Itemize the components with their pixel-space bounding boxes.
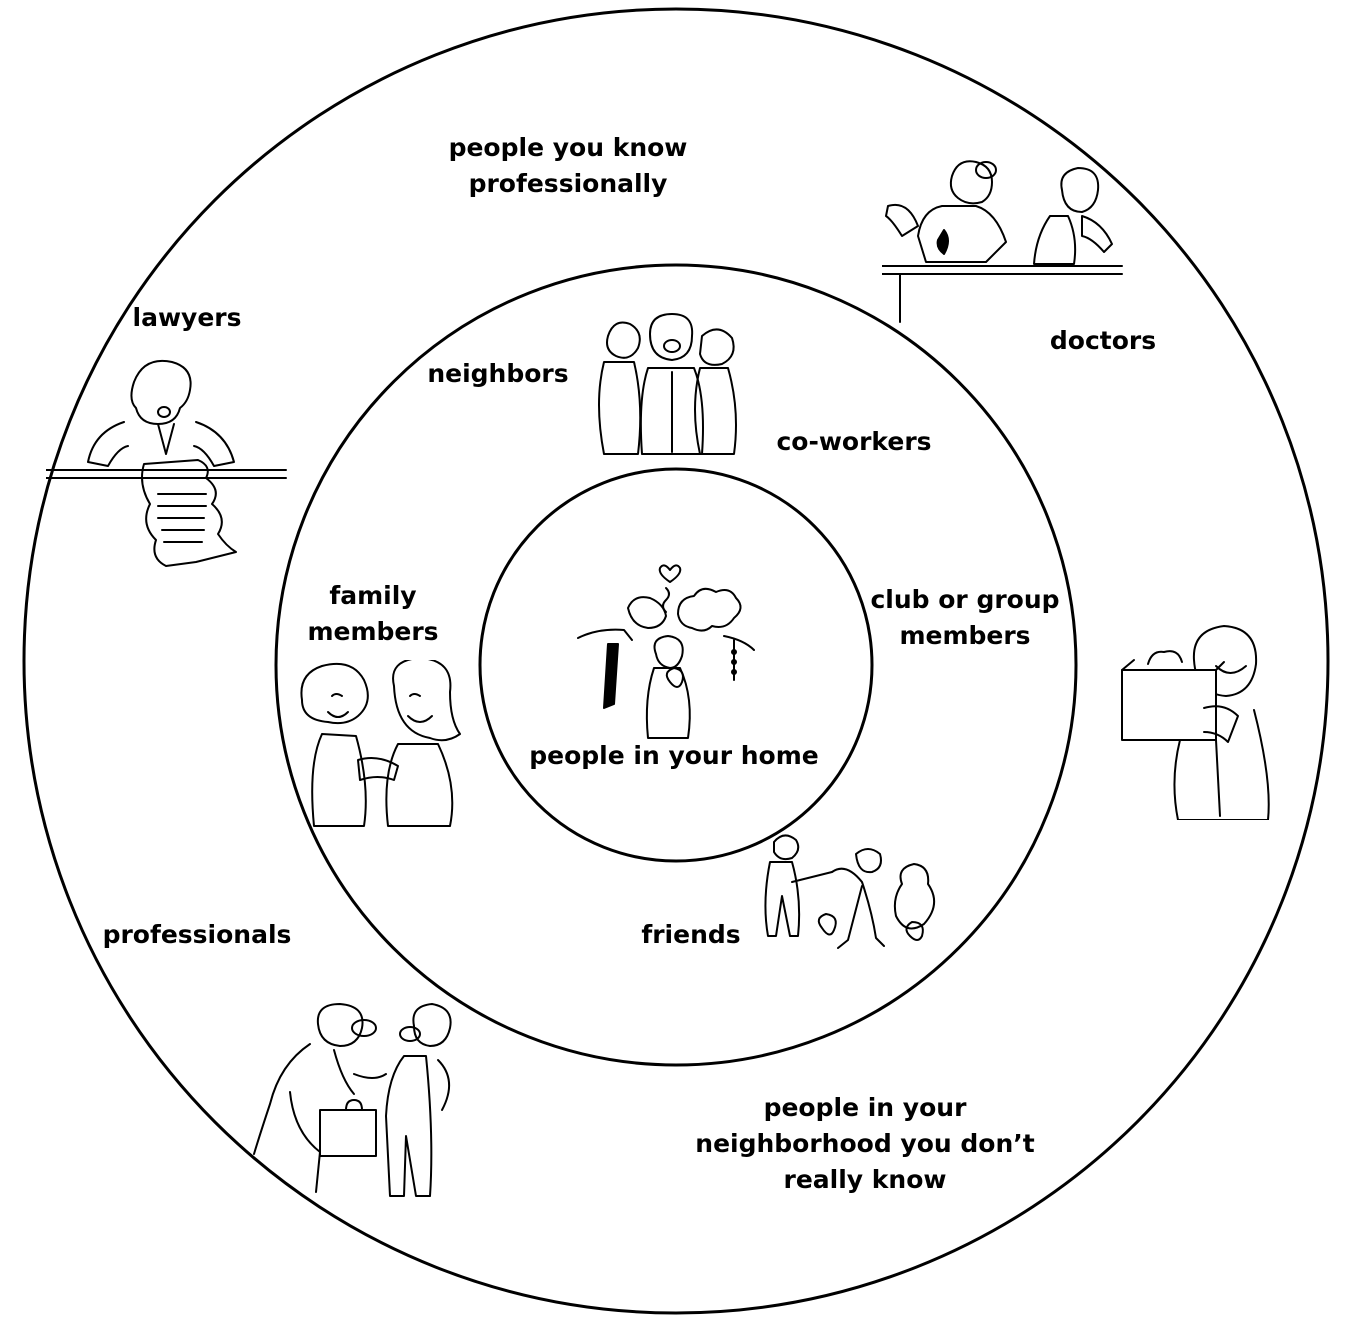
label-neighborhood-line-3: really know: [783, 1165, 947, 1194]
outer-ring-title-line-2: professionally: [468, 169, 668, 198]
label-coworkers: co-workers: [776, 427, 932, 456]
label-neighbors: neighbors: [427, 359, 569, 388]
label-neighborhood-line-2: neighborhood you don’t: [695, 1129, 1035, 1158]
professionals-handshake-icon: [250, 1000, 462, 1202]
neighbors-group-icon: [592, 312, 742, 460]
label-neighborhood-line-1: people in your: [763, 1093, 967, 1122]
doctor-patient-icon: [882, 156, 1132, 324]
label-club-line-1: club or group: [870, 585, 1060, 614]
club-member-with-box-icon: [1120, 620, 1272, 820]
label-lawyers: lawyers: [132, 303, 242, 332]
label-neighborhood-strangers: people in your neighborhood you don’t re…: [680, 1090, 1050, 1198]
family-members-icon: [298, 660, 478, 828]
label-friends: friends: [641, 920, 741, 949]
friends-walking-dog-icon: [752, 832, 942, 958]
label-people-in-home: people in your home: [529, 741, 819, 770]
inner-ring: [478, 467, 874, 863]
lawyer-icon: [46, 352, 290, 584]
outer-ring-title: people you know professionally: [418, 130, 718, 202]
label-family-line-2: members: [307, 617, 439, 646]
label-family-line-1: family: [329, 581, 417, 610]
label-club-members: club or group members: [858, 582, 1072, 654]
label-family-members: family members: [293, 578, 453, 650]
outer-ring-title-line-1: people you know: [448, 133, 688, 162]
outer-ring: [22, 7, 1330, 1315]
label-club-line-2: members: [899, 621, 1031, 650]
label-professionals: professionals: [102, 920, 292, 949]
couple-with-child-icon: [574, 560, 770, 740]
label-doctors: doctors: [1049, 326, 1157, 355]
middle-ring: [274, 263, 1078, 1067]
